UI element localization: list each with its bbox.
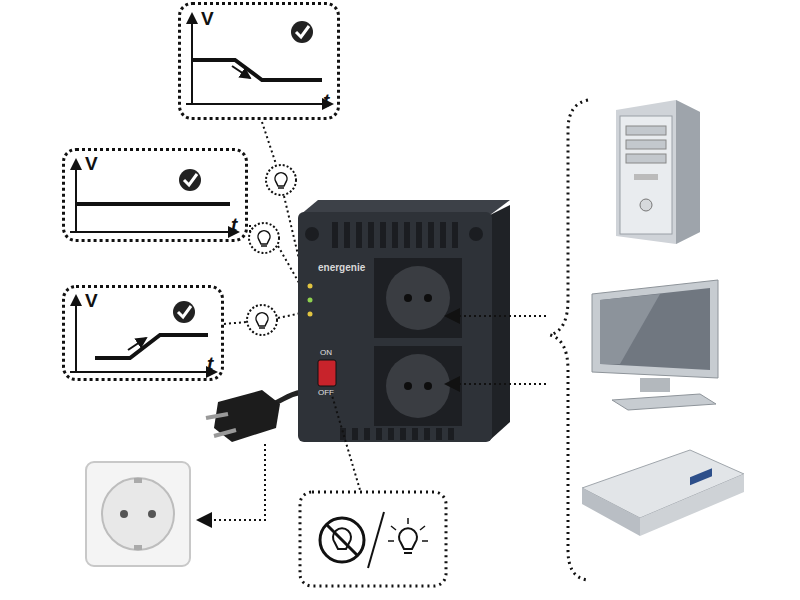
- axis-label: t: [231, 215, 237, 234]
- brand-name: energenie: [318, 263, 365, 273]
- switch-label: OFF: [318, 389, 334, 397]
- set-top-box: [582, 450, 744, 536]
- axis-label: V: [85, 154, 98, 173]
- axis-label: t: [207, 354, 213, 373]
- graph-box: Vt: [178, 2, 340, 120]
- graph-box: Vt: [62, 285, 224, 381]
- arrow-to-socket: [446, 315, 546, 317]
- leader-to-switch-box: [331, 392, 360, 490]
- wall-outlet: [86, 462, 190, 566]
- bracket: [550, 100, 588, 580]
- leader-lines: [224, 122, 306, 324]
- switch-indicator-box: [300, 492, 446, 586]
- arrow-to-socket: [446, 383, 546, 385]
- voltage-regulator: [298, 200, 510, 442]
- axis-label: V: [85, 291, 98, 310]
- axis-label: t: [323, 91, 329, 110]
- axis-label: V: [201, 9, 214, 28]
- pc-tower: [616, 100, 700, 244]
- bulb-icons: [247, 165, 296, 335]
- leader-to-outlet: [198, 444, 265, 520]
- switch-label: ON: [320, 349, 332, 357]
- monitor: [592, 280, 718, 410]
- plug: [206, 390, 280, 442]
- graph-box: Vt: [62, 148, 248, 242]
